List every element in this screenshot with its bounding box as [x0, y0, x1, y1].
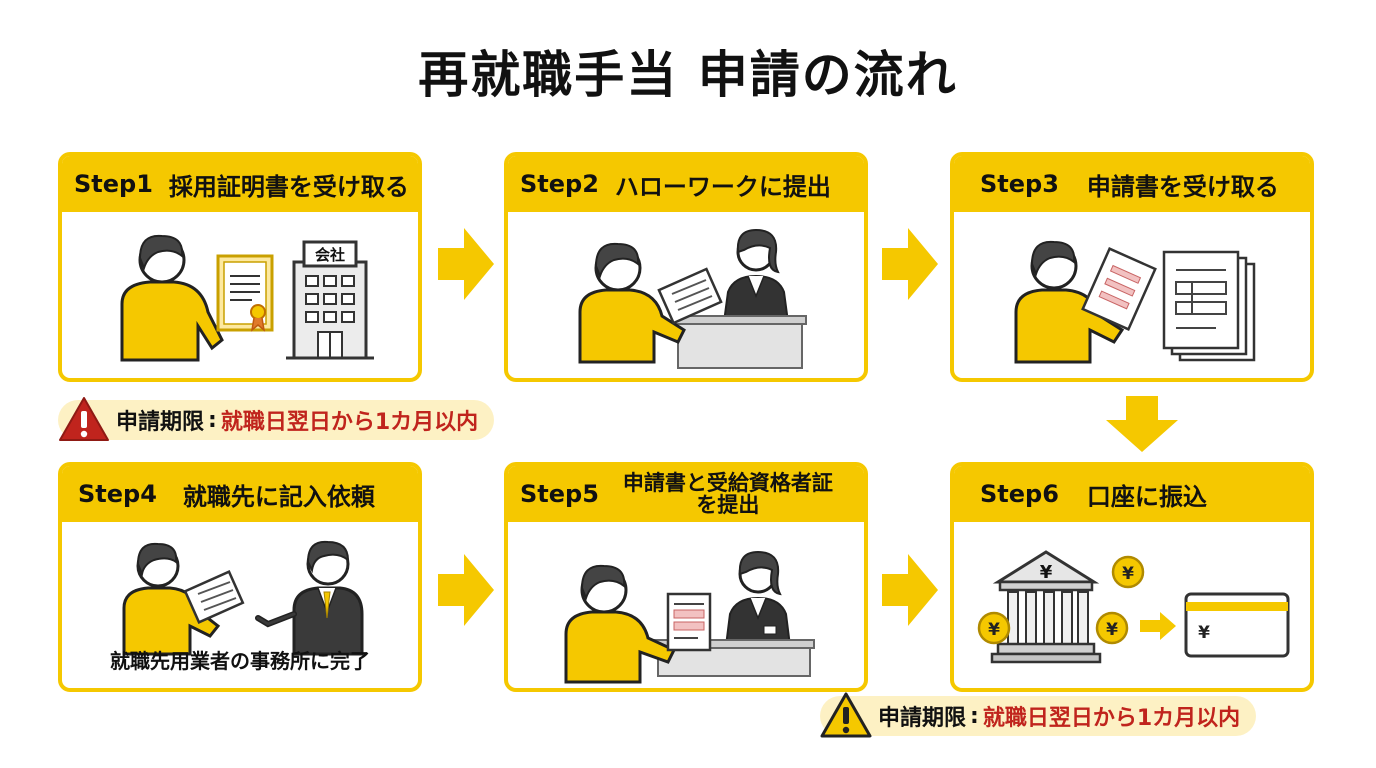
deadline-separator: :	[208, 407, 217, 433]
yen-coin-icon: ¥	[1095, 611, 1129, 645]
bank-passbook-icon: ¥	[1184, 592, 1290, 658]
step-illustration	[954, 212, 1310, 378]
arrow-right-icon	[438, 228, 494, 300]
document-stack-icon	[1162, 250, 1256, 362]
staff-woman-icon	[722, 228, 790, 323]
svg-text:¥: ¥	[1122, 564, 1134, 584]
bank-icon: ¥	[990, 550, 1102, 664]
person-icon	[120, 234, 224, 362]
step-illustration: 会社	[62, 212, 418, 378]
step-title: 申請書と受給資格者証を提出	[622, 470, 833, 517]
deadline-value: 就職日翌日から1カ月以内	[220, 410, 479, 435]
document-icon	[657, 267, 723, 325]
bank-yen-sign: ¥	[1040, 562, 1053, 583]
deadline-value: 就職日翌日から1カ月以内	[982, 706, 1241, 731]
arrow-right-icon	[882, 228, 938, 300]
counter-desk	[671, 315, 807, 369]
step-number: Step2	[520, 170, 599, 198]
step-card-4: Step4 就職先に記入依頼	[58, 462, 422, 692]
arrow-right-icon	[1140, 612, 1176, 640]
arrow-down-icon	[1106, 396, 1178, 452]
step-card-5: Step5 申請書と受給資格者証を提出	[504, 462, 868, 692]
step-title: 採用証明書を受け取る	[168, 172, 409, 201]
step-title: 口座に振込	[1086, 482, 1207, 511]
step-title: ハローワークに提出	[614, 172, 831, 201]
step-illustration: 就職先用業者の事務所に完了	[62, 522, 418, 688]
step-card-header: Step3 申請書を受け取る	[954, 156, 1310, 212]
step-number: Step6	[980, 480, 1059, 508]
arrow-right-icon	[438, 554, 494, 626]
step-card-header: Step4 就職先に記入依頼	[62, 466, 418, 522]
svg-text:¥: ¥	[988, 620, 1000, 640]
step-card-header: Step6 口座に振込	[954, 466, 1310, 522]
step-card-3: Step3 申請書を受け取る	[950, 152, 1314, 382]
building-sign: 会社	[315, 246, 345, 264]
application-form-icon	[666, 592, 712, 652]
svg-text:¥: ¥	[1198, 623, 1210, 643]
yen-coin-icon: ¥	[1111, 555, 1145, 589]
step-title: 就職先に記入依頼	[182, 482, 375, 511]
deadline-separator: :	[970, 703, 979, 729]
company-building-icon: 会社	[286, 240, 374, 360]
step-number: Step3	[980, 170, 1059, 198]
deadline-label: 申請期限	[878, 706, 967, 731]
step-number: Step5	[520, 480, 599, 508]
arrow-right-icon	[882, 554, 938, 626]
staff-woman-icon	[724, 550, 792, 647]
warning-icon	[59, 397, 109, 441]
step-card-header: Step2 ハローワークに提出	[508, 156, 864, 212]
warning-icon	[820, 692, 872, 738]
step-card-2: Step2 ハローワークに提出	[504, 152, 868, 382]
step-card-header: Step5 申請書と受給資格者証を提出	[508, 466, 864, 522]
person-icon	[578, 242, 686, 364]
deadline-notice: 申請期限 : 就職日翌日から1カ月以内	[820, 692, 1257, 738]
certificate-icon	[216, 254, 274, 332]
deadline-notice: 申請期限 : 就職日翌日から1カ月以内	[58, 397, 495, 441]
deadline-label: 申請期限	[116, 410, 205, 435]
step-number: Step4	[78, 480, 157, 508]
step-title: 申請書を受け取る	[1086, 172, 1279, 201]
step-number: Step1	[74, 170, 153, 198]
step-card-header: Step1 採用証明書を受け取る	[62, 156, 418, 212]
step-illustration	[508, 522, 864, 688]
step-card-6: Step6 口座に振込 ¥ ¥ ¥	[950, 462, 1314, 692]
yen-coin-icon: ¥	[977, 611, 1011, 645]
person-icon	[564, 564, 677, 684]
page-title: 再就職手当 申請の流れ	[418, 46, 958, 104]
application-form-icon	[1081, 247, 1157, 331]
document-icon	[183, 570, 245, 624]
svg-text:¥: ¥	[1106, 620, 1118, 640]
businessman-icon	[255, 540, 364, 656]
step-caption: 就職先用業者の事務所に完了	[110, 649, 370, 673]
step-illustration	[508, 212, 864, 378]
step-illustration: ¥ ¥ ¥ ¥	[954, 522, 1310, 688]
step-card-1: Step1 採用証明書を受け取る 会社	[58, 152, 422, 382]
